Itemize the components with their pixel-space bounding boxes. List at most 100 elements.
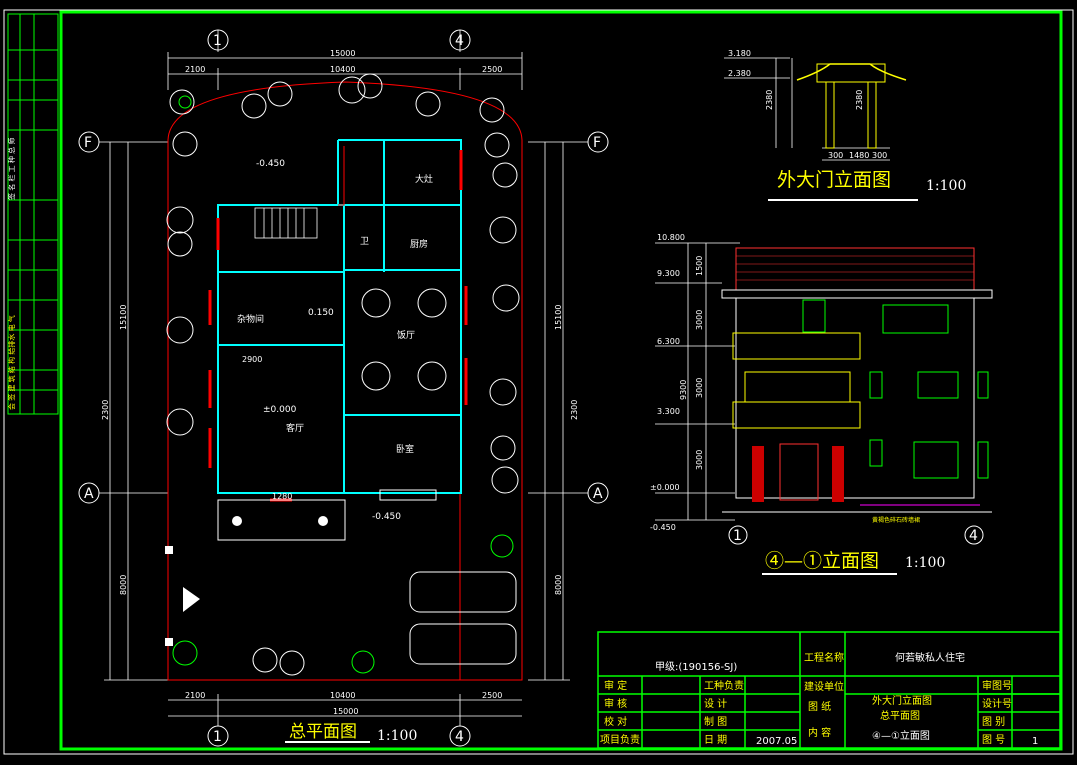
dim-bottom-right: 2500 (482, 691, 502, 700)
axis-label-bottom-1: 1 (213, 729, 222, 745)
tb-row2-b: 设 计 (704, 697, 727, 710)
dim-inner-2900: 2900 (242, 355, 262, 364)
tb-content-2: 总平面图 (880, 709, 920, 722)
axis-label-right-a: A (593, 486, 603, 502)
elev-note: 黄褐色碎石砖墙裙 (872, 516, 920, 524)
dim-left-2300: 2300 (101, 400, 110, 420)
elev-level-6300: 6.300 (657, 337, 680, 346)
elev-column-left (752, 446, 764, 502)
axis-label-left-f: F (84, 135, 92, 151)
tb-content-label2: 内 容 (808, 726, 831, 739)
gate-post-right (165, 638, 173, 646)
dim-right-15100: 15100 (554, 305, 563, 330)
room-living: 客厅 (286, 422, 304, 434)
tb-right-label-3: 图 别 (982, 716, 1005, 728)
tb-right-label-4: 图 号 (982, 734, 1005, 746)
elev-dim-3000a: 3000 (695, 310, 704, 330)
gate-roof (796, 63, 907, 81)
tb-date: 2007.05 (756, 736, 797, 747)
elev-column-right (832, 446, 844, 502)
room-dining: 饭厅 (397, 329, 415, 341)
dim-right-8000: 8000 (554, 575, 563, 595)
dim-total-top: 15000 (330, 49, 355, 58)
elev-level-9300: 9.300 (657, 269, 680, 278)
tb-row3-a: 校 对 (604, 715, 627, 728)
gate-level-2380: 2.380 (728, 69, 751, 78)
strip-bottom-text: 会 签 建 筑 结 构 给排水 电 气 (7, 315, 16, 410)
tb-sheet-number: 1 (1032, 736, 1038, 747)
elev-body (735, 297, 975, 499)
staircase (254, 207, 318, 239)
kitchen-red-wall (338, 146, 345, 206)
paper-border (3, 9, 1074, 755)
elev-front-door (779, 443, 819, 501)
porch-column-right (318, 516, 328, 526)
level-entry: -0.450 (372, 512, 401, 522)
site-plan-title: 总平面图 (289, 722, 357, 742)
gate-elevation-scale: 1:100 (926, 178, 966, 194)
dim-mid-top: 10400 (330, 65, 355, 74)
elev-dim-3200: 3000 (695, 450, 704, 470)
room-wc: 卫 (360, 237, 369, 247)
elev-dim-9300: 9300 (679, 380, 688, 400)
room-bedroom: 卧室 (396, 443, 414, 455)
elev-level-minus: -0.450 (650, 523, 676, 532)
tb-right-label-1: 审图号 (982, 679, 1012, 692)
gate-elevation-title: 外大门立面图 (777, 169, 891, 191)
trees (166, 73, 520, 676)
front-elevation-scale: 1:100 (905, 555, 945, 571)
entrance-porch (217, 499, 346, 541)
elev-axis-label-1: 1 (733, 528, 742, 544)
elev-level-0: ±0.000 (650, 483, 680, 492)
axis-label-right-f: F (593, 135, 601, 151)
gate-dim-2380-right: 2380 (855, 90, 864, 110)
gate-level-3180: 3.180 (728, 49, 751, 58)
gate-dim-300a: 300 (828, 151, 843, 160)
tb-project-name: 何若敏私人住宅 (895, 651, 965, 664)
room-kitchen: 厨房 (410, 238, 428, 250)
site-side-dimensions (99, 141, 588, 681)
tb-row4-a: 项目负责 (600, 733, 640, 746)
title-block (597, 631, 1061, 749)
entry-arrow (183, 587, 200, 612)
porch-column-left (232, 516, 242, 526)
axis-label-top-1: 1 (213, 33, 222, 49)
level-top: -0.450 (256, 159, 285, 169)
axis-label-bottom-4: 4 (455, 729, 464, 745)
dim-left-top: 2100 (185, 65, 205, 74)
tb-row2-a: 审 核 (604, 697, 627, 710)
dim-entry-1280: 1280 (272, 492, 292, 501)
dim-bottom-left: 2100 (185, 691, 205, 700)
tb-row4-b: 日 期 (704, 734, 727, 746)
elev-roof-tiles (735, 247, 975, 291)
tb-right-label-2: 设计号 (982, 697, 1012, 710)
tb-row3-b: 制 图 (704, 715, 727, 728)
dim-left-15100: 15100 (119, 305, 128, 330)
bedroom-window (379, 489, 437, 501)
elev-axis-bubble-4 (964, 525, 984, 545)
tb-unit-label: 建设单位 (804, 680, 844, 693)
tb-row1-a: 审 定 (604, 679, 627, 692)
site-boundary (167, 81, 523, 681)
dim-bottom-total: 15000 (333, 707, 358, 716)
gate-columns (825, 81, 877, 149)
gate-post-left (165, 546, 173, 554)
gate-dim-1480: 1480 (849, 151, 869, 160)
gate-roof-body (816, 63, 886, 83)
axis-label-top-4: 4 (455, 33, 464, 49)
axis-bubble-top-1 (207, 29, 229, 51)
tb-drawing-no: 甲级:(190156-SJ) (655, 661, 737, 673)
room-kitchen-fire: 大灶 (415, 173, 433, 185)
level-living: ±0.000 (263, 405, 297, 415)
tb-project-label: 工程名称 (804, 651, 844, 664)
gate-elevation: 3.180 2.380 2380 2380 300 1480 300 外大门立面… (724, 49, 966, 201)
site-plan-scale: 1:100 (377, 728, 417, 744)
front-elevation: 10.800 9.300 6.300 3.300 ±0.000 -0.450 1… (650, 233, 993, 575)
tb-content-3: ④—①立面图 (872, 729, 930, 742)
front-elevation-title: ④—①立面图 (765, 550, 879, 572)
elev-axis-label-4: 4 (969, 528, 978, 544)
room-storage: 杂物间 (237, 313, 264, 325)
elev-axis-bubble-1 (728, 525, 748, 545)
tb-content-label1: 图 纸 (808, 700, 831, 713)
